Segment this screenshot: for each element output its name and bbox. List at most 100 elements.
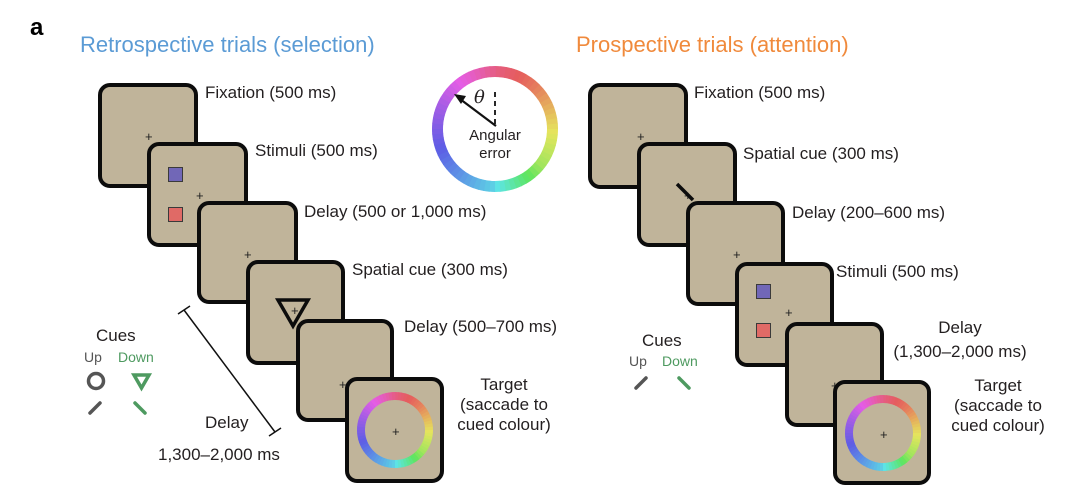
stimulus-blue-square [756, 284, 771, 299]
color-wheel-segment [901, 454, 910, 463]
target-line-1: Target [480, 375, 528, 394]
color-wheel-segment [419, 445, 428, 453]
color-wheel-segment [498, 180, 506, 192]
color-wheel-segment [892, 460, 900, 469]
p-cue-up-label: Up [629, 353, 647, 369]
color-wheel-segment [851, 408, 861, 416]
color-wheel-segment [435, 101, 449, 112]
up-line-cue-icon [675, 182, 695, 202]
color-wheel-segment [400, 392, 406, 402]
color-wheel-segment [376, 395, 383, 405]
color-wheel-segment [853, 405, 863, 414]
color-wheel-segment [468, 69, 478, 82]
fixation-cross-icon: + [244, 247, 252, 262]
screen-target: + [345, 377, 444, 483]
color-wheel-segment [432, 111, 445, 120]
color-wheel-segment [384, 458, 390, 468]
fixation-cross-icon: + [733, 247, 741, 262]
fixation-cross-icon: + [339, 377, 347, 392]
color-wheel-segment [890, 461, 896, 470]
p-target-line-3: cued colour) [951, 416, 1045, 435]
color-wheel-segment [440, 154, 453, 166]
color-wheel-segment [541, 146, 555, 157]
color-wheel-segment [903, 452, 913, 461]
color-wheel-segment [899, 455, 908, 465]
color-wheel-segment [527, 165, 540, 178]
step-label-stimuli: Stimuli (500 ms) [255, 141, 378, 160]
up-line-cue-icon [634, 376, 648, 390]
color-wheel-segment [413, 451, 422, 460]
color-wheel-segment [407, 395, 415, 405]
fixation-cross-icon: + [196, 188, 204, 203]
color-wheel-segment [357, 429, 366, 434]
color-wheel-segment [856, 403, 865, 412]
color-wheel-segment [848, 413, 858, 421]
color-wheel-segment [397, 459, 402, 468]
color-wheel-segment [362, 407, 371, 415]
color-wheel-segment [368, 400, 377, 409]
color-wheel-segment [453, 168, 466, 181]
color-wheel-segment [863, 458, 871, 468]
color-wheel-segment [391, 392, 396, 401]
color-wheel-segment [462, 173, 474, 187]
color-wheel-segment [370, 398, 379, 408]
fixation-cross-icon: + [392, 424, 400, 439]
retrospective-title: Retrospective trials (selection) [80, 32, 375, 57]
color-wheel-segment [440, 92, 453, 103]
color-wheel-segment [458, 171, 469, 184]
color-wheel-segment [407, 455, 414, 465]
color-wheel-segment [360, 410, 370, 418]
color-wheel-segment [872, 461, 878, 471]
target-line-3: cued colour) [457, 415, 551, 434]
p-screen-target: + [833, 380, 931, 485]
color-wheel-segment [410, 397, 418, 406]
p-step-label-delay-2: Delay (1,300–2,000 ms) [880, 318, 1040, 362]
color-wheel-segment [534, 88, 548, 100]
color-wheel-segment [417, 405, 427, 414]
p-step-label-target: Target (saccade to cued colour) [933, 376, 1063, 436]
color-wheel-segment [534, 158, 547, 171]
color-wheel-segment [528, 80, 541, 93]
p-cue-down-label: Down [662, 353, 698, 369]
fixation-cross-icon: + [785, 305, 793, 320]
color-wheel-segment [904, 406, 913, 415]
color-wheel-segment [890, 396, 897, 405]
color-wheel-segment [370, 452, 378, 462]
color-wheel-segment [539, 150, 553, 162]
stimulus-red-square [168, 207, 183, 222]
color-wheel-segment [905, 450, 915, 458]
color-wheel-segment [849, 447, 859, 455]
color-wheel-segment [895, 458, 902, 468]
color-wheel-segment [381, 458, 388, 467]
color-wheel-segment [437, 96, 451, 108]
color-wheel-segment [365, 402, 375, 411]
color-wheel-segment [861, 399, 869, 409]
color-wheel-segment [450, 80, 463, 93]
p-delay-line-2: (1,300–2,000 ms) [893, 342, 1027, 361]
color-wheel-segment [512, 176, 522, 189]
color-wheel-segment [912, 426, 921, 431]
color-wheel-segment [546, 123, 558, 130]
color-wheel-segment [394, 459, 399, 468]
color-wheel-segment [360, 442, 370, 449]
color-wheel-segment [467, 175, 478, 189]
color-wheel-segment [860, 457, 868, 466]
color-wheel-segment [404, 457, 412, 466]
color-wheel-segment [907, 448, 916, 456]
color-wheel-segment [415, 449, 425, 458]
color-wheel-segment [412, 398, 420, 408]
color-wheel-segment [546, 129, 558, 136]
down-triangle-cue-icon [130, 373, 153, 392]
color-wheel-segment [423, 437, 432, 444]
p-target-line-2: (saccade to [954, 396, 1042, 415]
color-wheel-segment [378, 394, 386, 403]
color-wheel-segment [908, 414, 918, 421]
p-step-label-delay: Delay (200–600 ms) [792, 203, 946, 222]
p-cues-title: Cues [642, 331, 682, 350]
color-wheel-segment [409, 454, 417, 464]
color-wheel-segment [477, 179, 486, 192]
color-wheel-segment [542, 102, 555, 112]
color-wheel-segment [895, 398, 903, 408]
color-wheel-segment [537, 155, 550, 166]
color-wheel-segment [494, 180, 501, 193]
